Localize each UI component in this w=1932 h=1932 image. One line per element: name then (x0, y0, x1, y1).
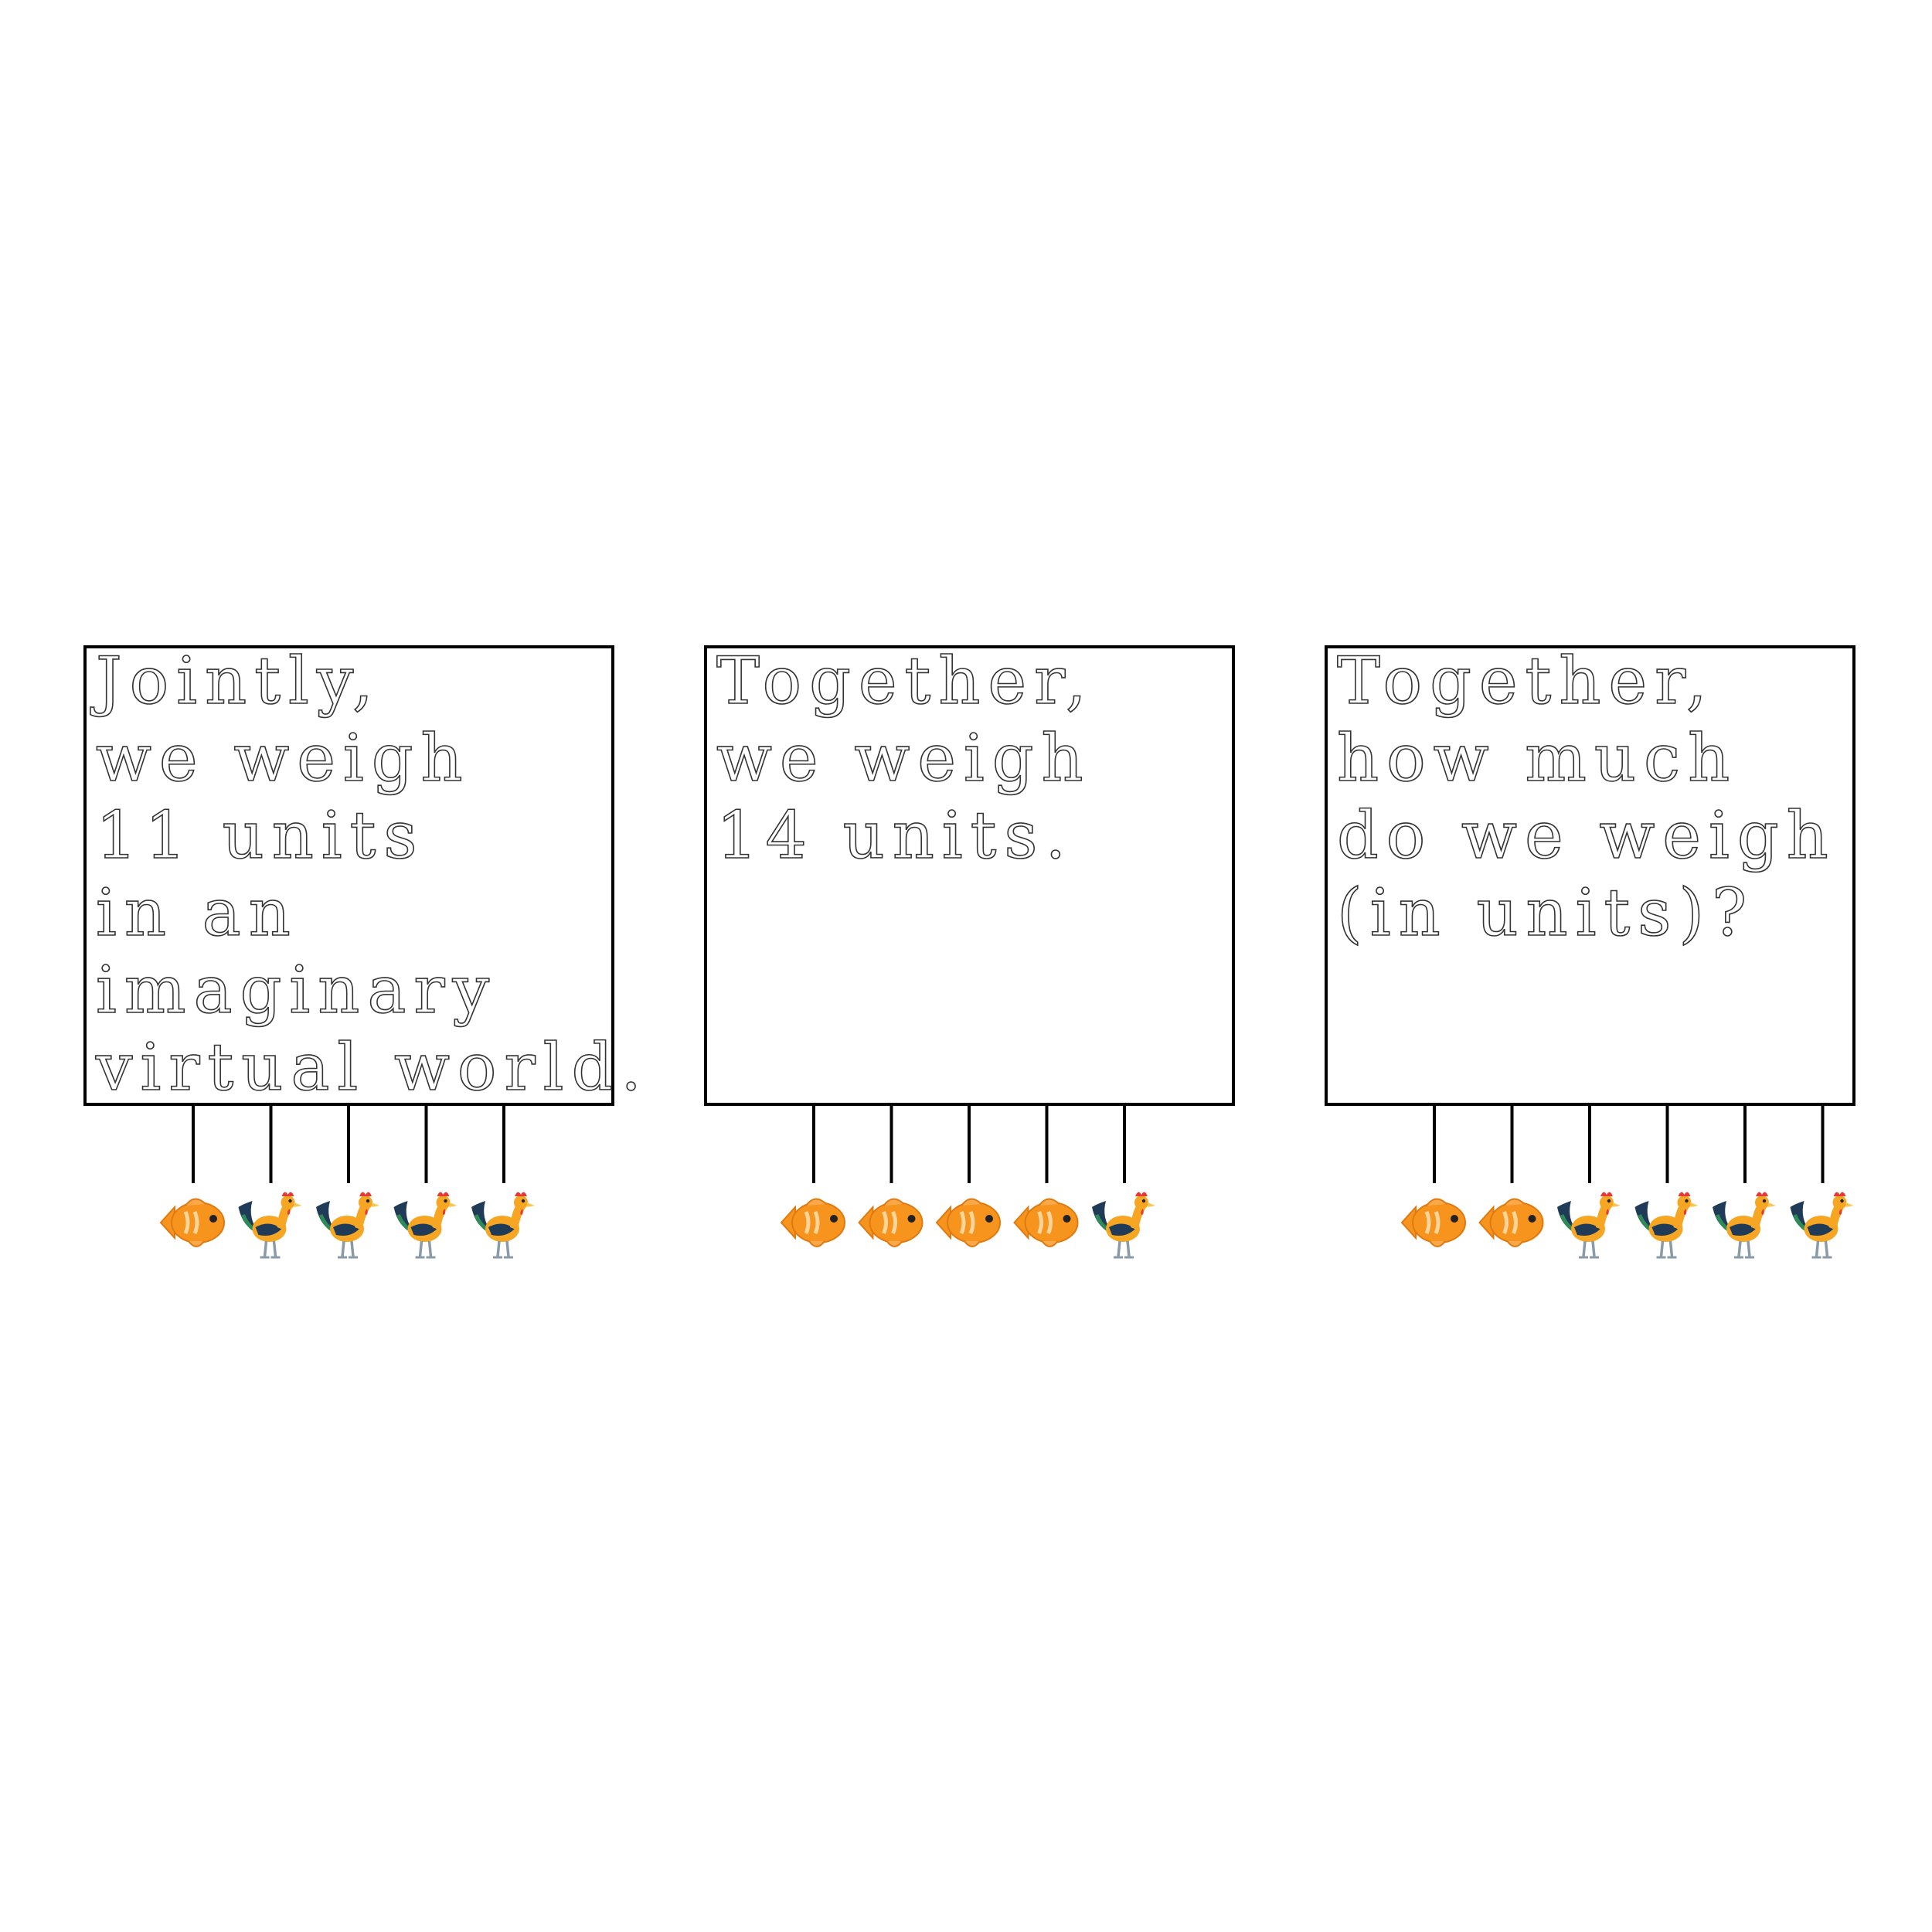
panel-text-line: do we weigh (1337, 798, 1836, 873)
panel-text-line: Jointly, (90, 643, 381, 719)
panel-text-line: (in units)? (1337, 875, 1754, 951)
rooster-icon (471, 1192, 535, 1257)
rooster-icon (1092, 1192, 1155, 1257)
rooster-icon (1635, 1192, 1699, 1257)
panel-text-line: how much (1337, 720, 1737, 796)
panel-text-line: we weigh (96, 720, 471, 796)
goldfish-icon (161, 1199, 224, 1247)
goldfish-icon (781, 1199, 845, 1247)
rooster-icon (316, 1192, 379, 1257)
goldfish-icon (859, 1199, 923, 1247)
panel-text-line: imaginary (96, 952, 497, 1028)
rooster-icon (239, 1192, 302, 1257)
rooster-icon (1713, 1192, 1776, 1257)
panel-box (83, 645, 614, 1106)
goldfish-icon (937, 1199, 1000, 1247)
panel-box (704, 645, 1235, 1106)
goldfish-icon (1015, 1199, 1078, 1247)
rooster-icon (1557, 1192, 1621, 1257)
panel-text-line: Together, (1337, 643, 1715, 719)
rooster-icon (394, 1192, 457, 1257)
panel-text-line: we weigh (716, 720, 1091, 796)
panel-text-line: Together, (716, 643, 1094, 719)
goldfish-icon (1402, 1199, 1465, 1247)
panel-text-line: 14 units. (716, 798, 1073, 873)
panel-text-line: in an (96, 875, 298, 951)
goldfish-icon (1480, 1199, 1543, 1247)
panel-text-line: virtual world. (95, 1029, 649, 1105)
rooster-icon (1791, 1192, 1854, 1257)
panel-text-line: 11 units (96, 798, 425, 873)
